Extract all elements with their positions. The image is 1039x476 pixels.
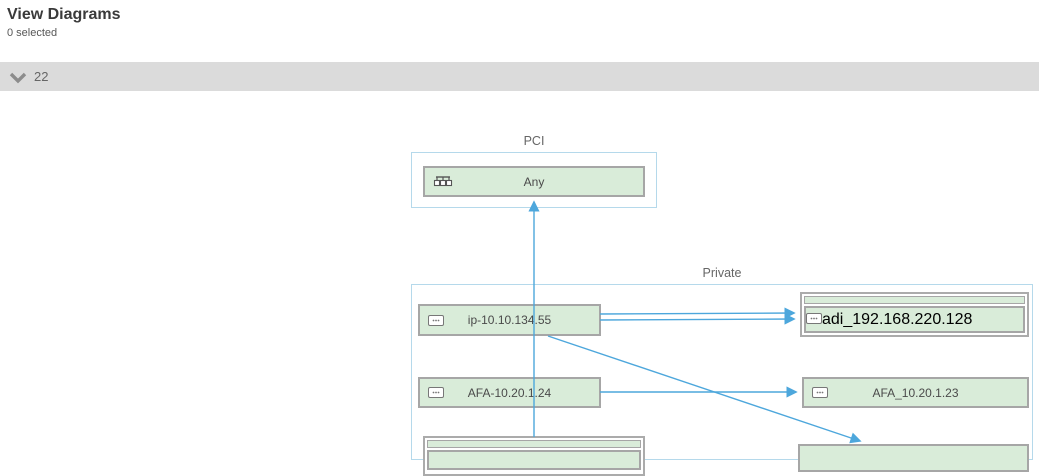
node-bottom-left-group[interactable]: [423, 436, 645, 476]
node-adi-192-168-220-128-group[interactable]: adi_192.168.220.128: [800, 292, 1029, 337]
node-bottom-right[interactable]: [798, 444, 1029, 472]
host-icon: [806, 311, 822, 329]
stacked-node-strip: [427, 440, 641, 448]
node-afa-10-20-1-24[interactable]: AFA-10.20.1.24: [418, 377, 601, 408]
page-header: View Diagrams 0 selected: [7, 5, 121, 39]
diagram-group-count: 22: [34, 69, 49, 84]
node-adi-192-168-220-128[interactable]: adi_192.168.220.128: [804, 306, 1025, 333]
network-icon: [433, 175, 453, 188]
node-afa-10-20-1-23[interactable]: AFA_10.20.1.23: [802, 377, 1029, 408]
node-ip-10-10-134-55[interactable]: ip-10.10.134.55: [418, 304, 601, 336]
zone-label-private: Private: [702, 266, 742, 280]
host-icon: [428, 387, 444, 398]
node-label: adi_192.168.220.128: [822, 310, 973, 328]
stacked-node-strip: [804, 296, 1025, 304]
host-icon: [428, 314, 444, 326]
node-label: Any: [523, 174, 545, 189]
node-any[interactable]: Any: [423, 166, 645, 197]
node-label: AFA_10.20.1.23: [872, 385, 959, 400]
node-label: ip-10.10.134.55: [467, 313, 552, 327]
chevron-down-icon[interactable]: [9, 71, 27, 89]
page-title: View Diagrams: [7, 6, 121, 23]
node-label: AFA-10.20.1.24: [467, 385, 552, 400]
node-bottom-left[interactable]: [427, 450, 641, 470]
zone-label-pci: PCI: [523, 134, 545, 148]
selection-status: 0 selected: [7, 27, 58, 40]
diagram-group-collapse-bar[interactable]: 22: [0, 62, 1039, 91]
